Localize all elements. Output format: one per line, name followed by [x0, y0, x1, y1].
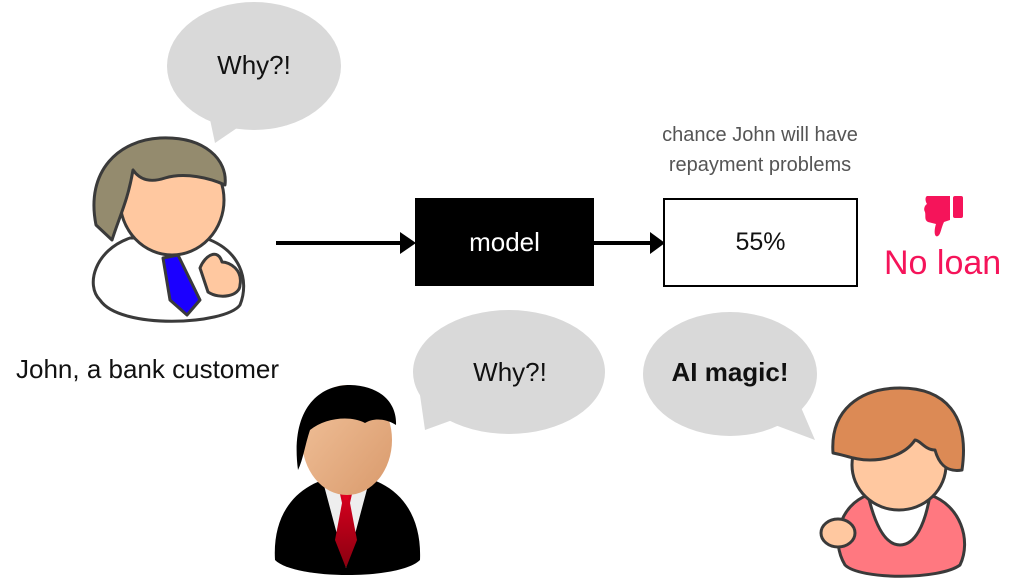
output-probability-box: 55%: [663, 198, 858, 287]
arrow-model-to-output: [594, 232, 665, 254]
banker-avatar: [274, 385, 421, 575]
decision-label: No loan: [884, 244, 1002, 282]
model-label: model: [469, 226, 540, 257]
model-box: model: [415, 198, 594, 286]
banker-speech-bubble: [413, 310, 605, 434]
customer-speech-text: Why?!: [217, 50, 291, 80]
output-caption: chance John will have repayment problems: [615, 120, 905, 180]
thumbs-down-icon: [924, 196, 963, 237]
data-scientist-speech-bubble: [643, 312, 817, 440]
output-probability-value: 55%: [735, 228, 786, 256]
data-scientist-avatar: [819, 386, 966, 578]
banker-speech-text: Why?!: [473, 357, 547, 387]
data-scientist-speech-text: AI magic!: [671, 357, 789, 387]
customer-speech-bubble: [167, 2, 341, 143]
customer-label: John, a bank customer: [16, 354, 280, 384]
output-caption-line2: repayment problems: [668, 154, 852, 176]
customer-avatar: [91, 136, 246, 323]
output-caption-line1: chance John will have: [662, 124, 858, 146]
arrow-customer-to-model: [276, 232, 416, 254]
